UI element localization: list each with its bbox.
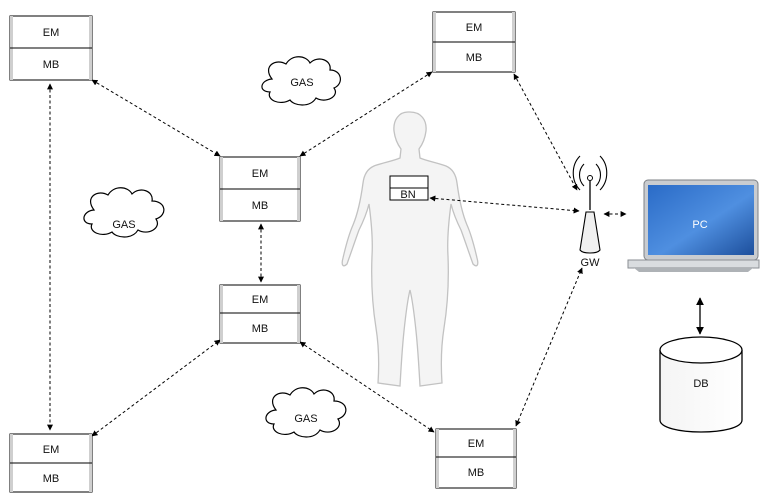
mb-label: MB (252, 323, 269, 335)
link-em3-em2 (299, 71, 433, 157)
em-mb-node[interactable]: EM MB (9, 15, 93, 81)
link-em3-gw (513, 73, 578, 191)
gas-cloud: GAS (265, 387, 347, 438)
link-em6-gw (515, 267, 583, 427)
em-mb-node[interactable]: EM MB (435, 428, 517, 489)
gas-cloud: GAS (261, 56, 341, 106)
gas-cloud-label: GAS (112, 219, 135, 231)
body-node-label: BN (400, 189, 415, 201)
gateway-icon[interactable]: GW (572, 155, 608, 269)
link-em5-em4 (91, 339, 221, 437)
mb-label: MB (252, 200, 269, 212)
em-mb-node[interactable]: EM MB (219, 156, 301, 222)
em-mb-node[interactable]: EM MB (432, 11, 516, 73)
em-label: EM (43, 27, 60, 39)
body-node[interactable]: BN (389, 175, 429, 201)
gas-cloud-label: GAS (294, 413, 317, 425)
laptop-label: PC (692, 219, 707, 231)
database-label: DB (693, 378, 708, 390)
human-body-outline (341, 111, 479, 387)
gateway-label: GW (581, 257, 601, 269)
em-label: EM (252, 294, 269, 306)
mb-label: MB (468, 467, 485, 479)
laptop-icon[interactable]: PC (627, 179, 760, 272)
link-bn-gw (429, 195, 580, 214)
links (47, 71, 704, 437)
mb-label: MB (43, 473, 60, 485)
database-icon[interactable]: DB (659, 336, 743, 433)
mb-label: MB (43, 59, 60, 71)
em-label: EM (252, 168, 269, 180)
gas-cloud: GAS (83, 187, 165, 238)
gas-cloud-label: GAS (290, 77, 313, 89)
em-mb-node[interactable]: EM MB (9, 433, 93, 493)
link-em1-em2 (91, 79, 221, 157)
em-label: EM (468, 438, 485, 450)
em-label: EM (466, 22, 483, 34)
em-label: EM (43, 444, 60, 456)
em-mb-node[interactable]: EM MB (219, 284, 301, 344)
mb-label: MB (466, 52, 483, 64)
link-em4-em6 (299, 341, 435, 433)
